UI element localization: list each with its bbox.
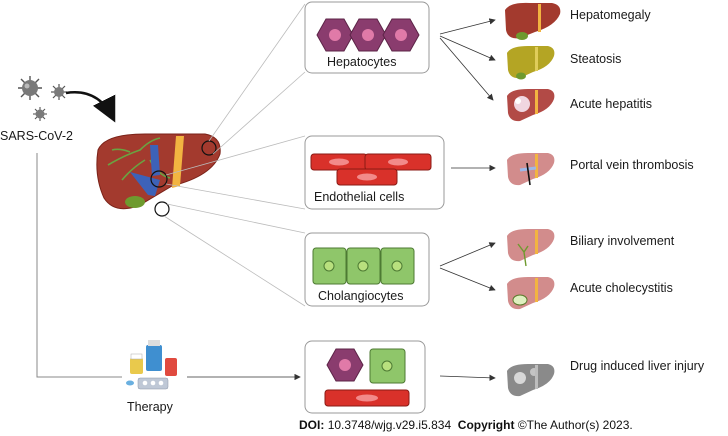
endothelial-cells-label: Endothelial cells xyxy=(314,190,405,204)
copyright-label: Copyright xyxy=(457,418,515,432)
virus-icon-small-2 xyxy=(33,107,47,121)
outcome-acute-cholecystitis: Acute cholecystitis xyxy=(570,281,673,295)
doi-label: DOI: xyxy=(299,418,325,432)
sars-cov-2-label: SARS-CoV-2 xyxy=(0,129,73,143)
zoom-lines xyxy=(163,3,306,307)
hepatocytes-label: Hepatocytes xyxy=(327,55,397,69)
main-liver-icon xyxy=(96,133,221,217)
virus-icon-small xyxy=(51,84,67,100)
infection-arrow xyxy=(65,91,116,123)
acute-cholecystitis-liver-icon xyxy=(507,277,555,310)
acute-hepatitis-liver-icon xyxy=(507,89,555,122)
portal-vein-thrombosis-liver-icon xyxy=(507,153,555,186)
outcome-hepatomegaly: Hepatomegaly xyxy=(570,8,651,22)
hepatocyte-cells xyxy=(316,18,420,52)
outcome-arrows xyxy=(187,18,496,381)
outcome-acute-hepatitis: Acute hepatitis xyxy=(570,97,652,111)
virus-icon-large xyxy=(18,76,42,100)
outcome-biliary-involvement: Biliary involvement xyxy=(570,234,675,248)
cholangiocytes-label: Cholangiocytes xyxy=(318,289,404,303)
outcome-portal-vein-thrombosis: Portal vein thrombosis xyxy=(570,158,694,172)
endothelial-zoom-circle xyxy=(150,170,168,188)
outcome-drug-induced-liver-injury: Drug induced liver injury xyxy=(570,359,705,373)
endothelial-cells xyxy=(310,153,432,186)
cholangiocyte-cells xyxy=(312,247,415,285)
therapy-label: Therapy xyxy=(127,400,173,414)
therapy-cells xyxy=(324,348,410,407)
steatosis-liver-icon xyxy=(507,46,555,80)
footer-citation: DOI: 10.3748/wjg.v29.i5.834 Copyright ©T… xyxy=(299,418,633,432)
doi-value: 10.3748/wjg.v29.i5.834 xyxy=(327,418,452,432)
outcome-steatosis: Steatosis xyxy=(570,52,622,66)
hepatomegaly-liver-icon xyxy=(505,2,561,40)
drug-induced-liver-icon xyxy=(507,364,555,397)
drugs-icon xyxy=(126,340,177,390)
biliary-involvement-liver-icon xyxy=(507,229,555,267)
sars-to-therapy-connector xyxy=(36,153,122,378)
copyright-value: ©The Author(s) 2023. xyxy=(517,418,633,432)
biliary-zoom-circle xyxy=(154,201,170,217)
